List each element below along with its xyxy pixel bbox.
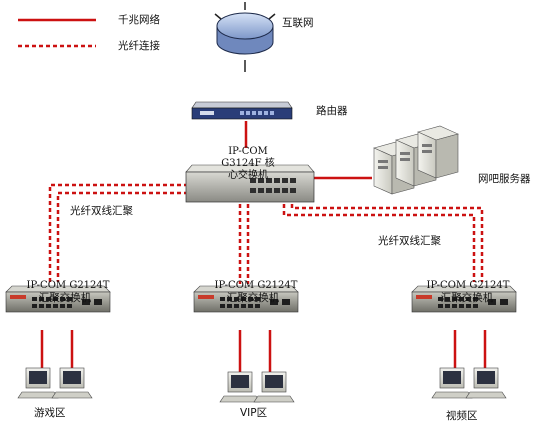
agg-switch-vip-role: 汇聚交换机 — [226, 292, 280, 304]
dual-fiber-left-label: 光纤双线汇聚 — [70, 205, 133, 217]
agg-switch-game-role: 汇聚交换机 — [38, 292, 92, 304]
router-icon — [191, 101, 293, 120]
zone-game-label: 游戏区 — [34, 407, 66, 419]
pc-game-1-icon — [17, 367, 59, 399]
agg-switch-vip-icon — [193, 285, 299, 313]
fiber-links — [48, 183, 484, 284]
legend-fiber-label: 光纤连接 — [118, 40, 160, 52]
server-rack-icon — [373, 125, 459, 195]
agg-switch-video-model: IP-COM G2124T — [426, 280, 510, 291]
dual-fiber-right-label: 光纤双线汇聚 — [378, 235, 441, 247]
router-label: 路由器 — [316, 105, 348, 117]
pc-vip-1-icon — [219, 371, 261, 403]
pc-video-2-icon — [465, 367, 507, 399]
core-switch-line3: 心交换机 — [228, 170, 268, 181]
pc-links — [40, 330, 487, 378]
agg-switch-video-role: 汇聚交换机 — [440, 292, 494, 304]
pc-video-1-icon — [431, 367, 473, 399]
legend-gigabit-label: 千兆网络 — [118, 14, 160, 26]
legend — [18, 18, 96, 48]
agg-switch-video-icon — [411, 285, 517, 313]
agg-switch-game-model: IP-COM G2124T — [26, 280, 110, 291]
pc-vip-2-icon — [253, 371, 295, 403]
agg-switch-vip-model: IP-COM G2124T — [214, 280, 298, 291]
core-switch-line2: G3124F 核 — [221, 158, 275, 169]
core-switch-icon — [185, 164, 315, 203]
zone-video-label: 视频区 — [446, 410, 478, 422]
server-label: 网吧服务器 — [478, 173, 531, 185]
agg-switch-game-icon — [5, 285, 111, 313]
zone-vip-label: VIP区 — [240, 407, 268, 419]
internet-globe-icon — [214, 2, 276, 72]
internet-label: 互联网 — [282, 17, 314, 29]
pc-game-2-icon — [51, 367, 93, 399]
core-switch-line1: IP-COM — [228, 146, 268, 157]
